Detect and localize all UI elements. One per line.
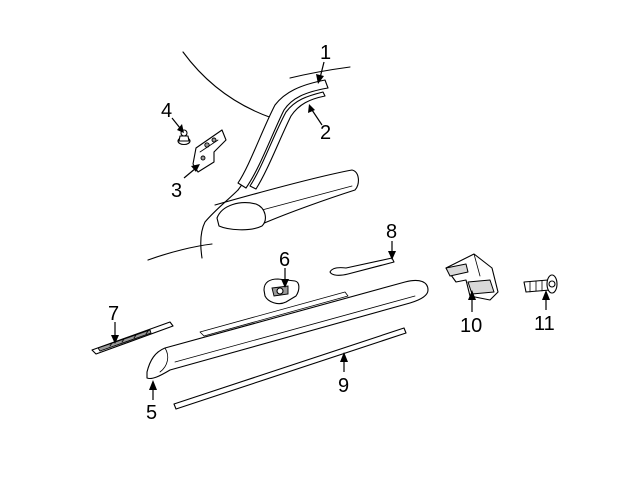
fastener-part-11 bbox=[523, 274, 558, 294]
bracket-part-10 bbox=[445, 253, 499, 301]
strap-part-8 bbox=[329, 257, 395, 276]
callout-7: 7 bbox=[108, 303, 119, 325]
side-mirror bbox=[216, 202, 266, 231]
bracket-part-3 bbox=[192, 129, 227, 173]
callout-2: 2 bbox=[320, 122, 331, 144]
clip-part-4 bbox=[177, 129, 191, 146]
pillar-molding-part-1 bbox=[237, 79, 329, 189]
callout-1: 1 bbox=[320, 42, 331, 64]
pillar-molding-part-2 bbox=[249, 91, 326, 190]
callout-9: 9 bbox=[338, 375, 349, 397]
callout-6: 6 bbox=[279, 249, 290, 271]
callout-5: 5 bbox=[146, 402, 157, 424]
leader-lines bbox=[111, 61, 550, 400]
callout-3: 3 bbox=[171, 180, 182, 202]
molding-strip-part-9 bbox=[173, 327, 407, 410]
retainer-part-6 bbox=[263, 278, 300, 305]
callout-10: 10 bbox=[460, 315, 482, 337]
callout-8: 8 bbox=[386, 221, 397, 243]
callout-4: 4 bbox=[161, 100, 172, 122]
rocker-molding-part-5 bbox=[146, 279, 429, 380]
callout-11: 11 bbox=[534, 313, 555, 335]
strip-part-7 bbox=[91, 321, 174, 355]
